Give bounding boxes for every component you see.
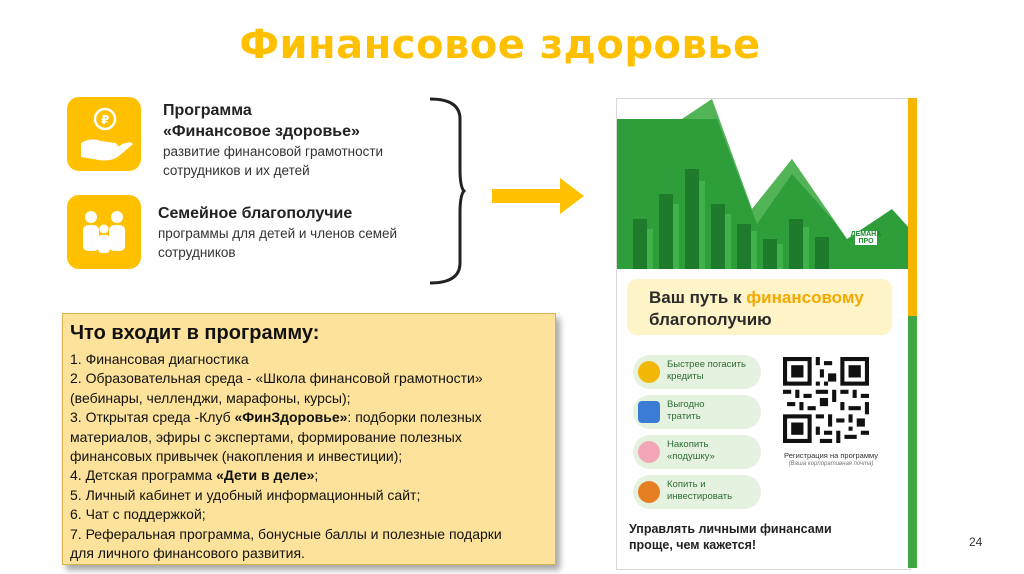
list-text: : подборки полезных bbox=[347, 409, 482, 426]
list-item: 3. Открытая среда -Клуб «ФинЗдоровье»: п… bbox=[70, 408, 550, 427]
list-item: 5. Личный кабинет и удобный информационн… bbox=[70, 486, 421, 503]
banner-line2: благополучию bbox=[649, 310, 772, 329]
footer-line2: проще, чем кажется! bbox=[629, 538, 757, 552]
program-item-title-2: «Финансовое здоровье» bbox=[163, 123, 360, 140]
list-text: ; bbox=[314, 467, 319, 484]
program-item: Программа «Финансовое здоровье» развитие… bbox=[163, 100, 423, 180]
club-name: «ФинЗдоровье» bbox=[234, 409, 348, 426]
benefit-text: Накопить«подушку» bbox=[667, 439, 715, 462]
list-item: 4. Детская программа «Дети в деле»; bbox=[70, 466, 550, 485]
list-item: материалов, эфиры с экспертами, формиров… bbox=[70, 428, 462, 445]
footer-line1: Управлять личными финансами bbox=[629, 522, 832, 536]
family-item-desc-2: сотрудников bbox=[158, 245, 236, 260]
svg-text:₽: ₽ bbox=[101, 113, 109, 127]
list-item: финансовых привычек (накопления и инвест… bbox=[70, 448, 403, 465]
poster-stripe-yellow bbox=[908, 98, 917, 316]
banner-highlight: финансовому bbox=[746, 288, 864, 307]
list-item: (вебинары, челленджи, марафоны, курсы); bbox=[70, 389, 351, 406]
poster-header-graphic bbox=[617, 99, 910, 269]
benefit-pill: Накопить«подушку» bbox=[633, 435, 761, 469]
poster-footer: Управлять личными финансами проще, чем к… bbox=[629, 521, 889, 553]
poster-stripe-green bbox=[908, 316, 917, 568]
program-icon-tile: ₽ bbox=[67, 97, 141, 171]
program-contents-list: 1. Финансовая диагностика 2. Образовател… bbox=[70, 350, 550, 563]
banner-text: Ваш путь к финансовому благополучию bbox=[649, 287, 864, 331]
program-item-desc-1: развитие финансовой грамотности bbox=[163, 144, 384, 159]
list-item: 1. Финансовая диагностика bbox=[70, 351, 249, 367]
brand-logo-text: ФинЗдоровье bbox=[844, 117, 911, 128]
registration-caption: Регистрация на программу (Ваша корпорати… bbox=[771, 451, 891, 469]
coins-icon bbox=[638, 361, 660, 383]
promo-poster: ФинЗдоровье ЛЕМАНА ПРО Ваш путь к финанс… bbox=[616, 98, 911, 570]
piggy-bank-icon bbox=[638, 441, 660, 463]
list-item: 6. Чат с поддержкой; bbox=[70, 506, 206, 523]
qr-code[interactable] bbox=[783, 357, 869, 443]
hand-coin-icon: ₽ bbox=[81, 107, 133, 161]
list-text: 4. Детская программа bbox=[70, 467, 217, 484]
program-contents-box: Что входит в программу: 1. Финансовая ди… bbox=[62, 313, 556, 565]
family-item-desc-1: программы для детей и членов семей bbox=[158, 226, 398, 241]
card-icon bbox=[638, 401, 660, 423]
program-item-desc-2: сотрудников и их детей bbox=[163, 163, 310, 178]
percent-coin-icon bbox=[638, 481, 660, 503]
program-contents-heading: Что входит в программу: bbox=[70, 322, 320, 344]
page-number: 24 bbox=[969, 535, 983, 549]
page-title: Финансовое здоровье bbox=[239, 22, 761, 68]
family-item-title: Семейное благополучие bbox=[158, 205, 353, 222]
list-text: 3. Открытая среда -Клуб bbox=[70, 409, 235, 426]
program-item-title-1: Программа bbox=[163, 102, 252, 119]
kids-program-name: «Дети в деле» bbox=[216, 467, 315, 484]
right-arrow-icon bbox=[492, 178, 584, 214]
list-item: 2. Образовательная среда - «Школа финанс… bbox=[70, 370, 483, 387]
partner-logo-text: ЛЕМАНА ПРО bbox=[850, 231, 882, 245]
list-item: для личного финансового развития. bbox=[70, 545, 305, 562]
poster-banner: Ваш путь к финансовому благополучию bbox=[627, 279, 892, 335]
list-item: 7. Реферальная программа, бонусные баллы… bbox=[70, 525, 502, 542]
family-item: Семейное благополучие программы для дете… bbox=[158, 203, 428, 262]
banner-line1: Ваш путь к bbox=[649, 288, 747, 307]
family-icon bbox=[83, 211, 125, 253]
registration-subcaption: (Ваша корпоративная почта) bbox=[788, 461, 874, 467]
family-icon-tile bbox=[67, 195, 141, 269]
curly-brace bbox=[429, 97, 466, 285]
